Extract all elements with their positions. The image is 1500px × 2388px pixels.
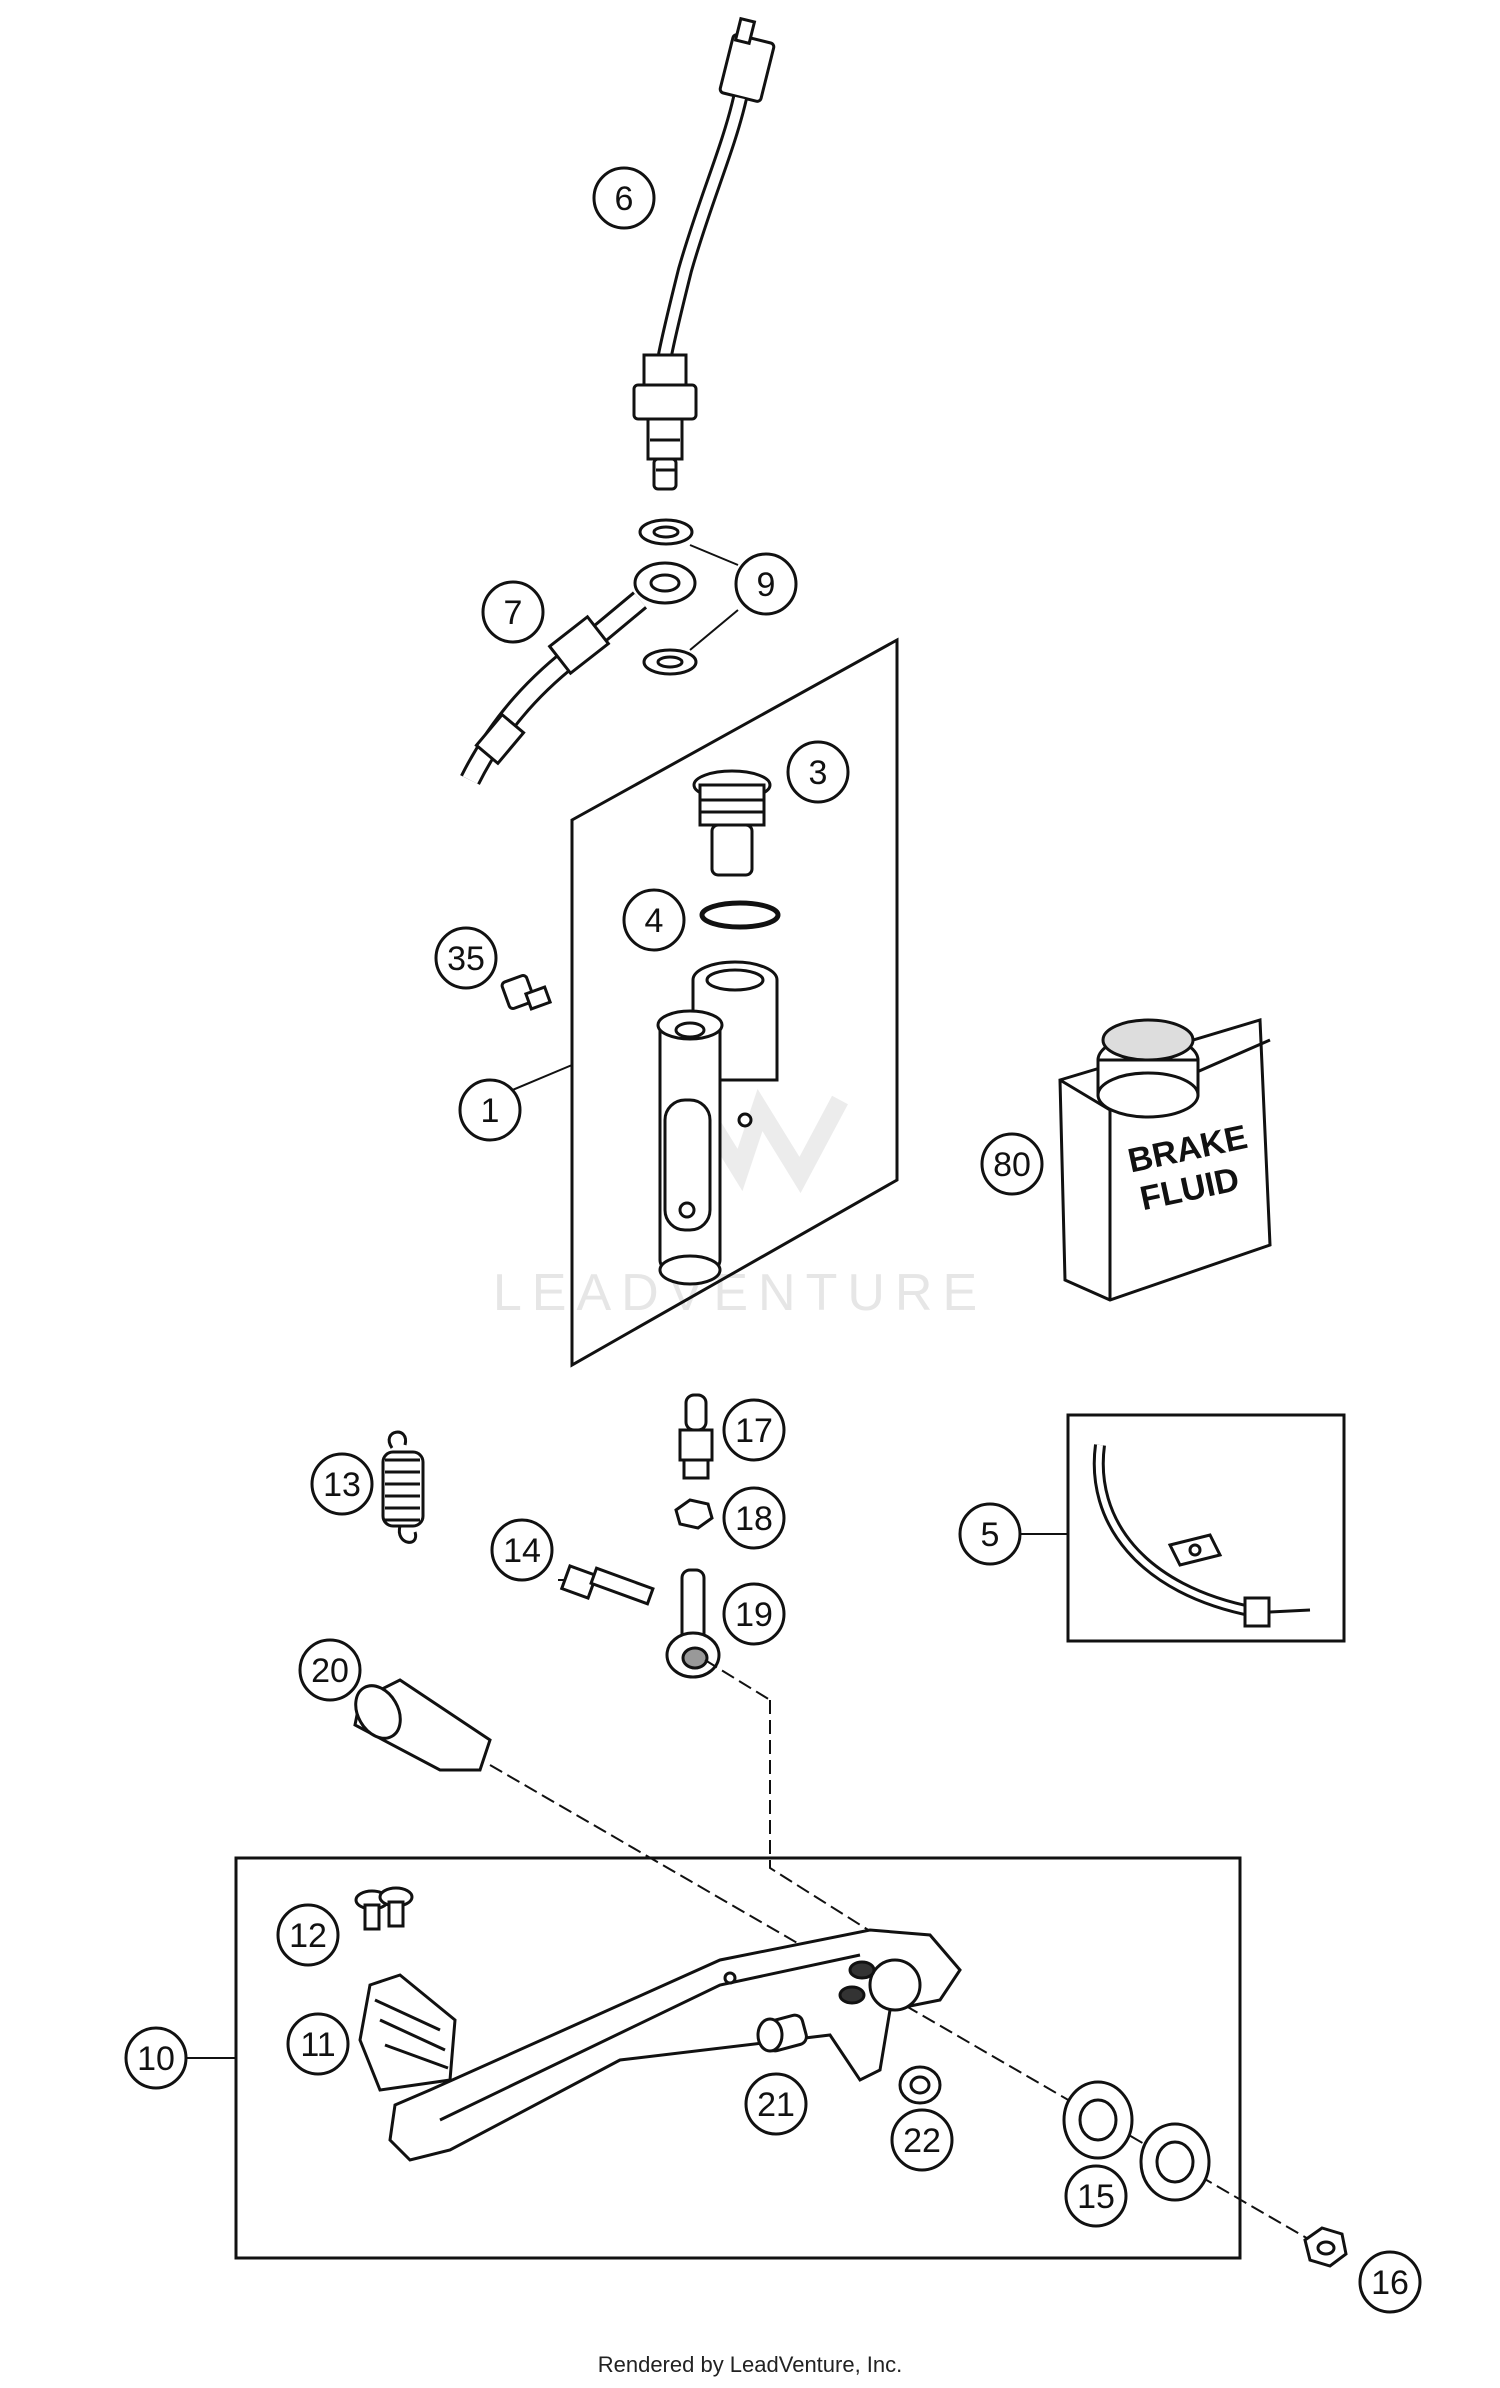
callout-9: 9 xyxy=(734,552,798,616)
callout-19: 21 xyxy=(744,2072,808,2136)
callout-label: 13 xyxy=(323,1466,361,1504)
callout-label: 5 xyxy=(981,1516,1000,1554)
reservoir-cap xyxy=(692,769,772,877)
cable-kit xyxy=(1092,1444,1311,1628)
callout-17: 19 xyxy=(722,1582,786,1646)
callout-3: 3 xyxy=(786,740,850,804)
nut-22 xyxy=(1303,2226,1348,2268)
callout-label: 16 xyxy=(1371,2264,1409,2302)
callout-label: 4 xyxy=(645,902,664,940)
callout-11: 11 xyxy=(286,2012,350,2076)
callout-20: 22 xyxy=(890,2108,954,2172)
callout-14: 14 xyxy=(490,1518,554,1582)
footer-credit: Rendered by LeadVenture, Inc. xyxy=(597,2352,903,2377)
callout-35: 35 xyxy=(434,926,498,990)
pedal-step-plate xyxy=(358,1973,457,2092)
callout-1: 1 xyxy=(458,1078,522,1142)
callout-4: 4 xyxy=(622,888,686,952)
callout-6: 6 xyxy=(592,166,656,230)
callout-label: 22 xyxy=(903,2122,941,2160)
callout-label: 9 xyxy=(757,566,776,604)
callout-5: 5 xyxy=(958,1502,1022,1566)
callout-label: 20 xyxy=(311,1652,349,1690)
rivets xyxy=(354,1886,414,1931)
brake-hose xyxy=(460,561,697,785)
callout-22: 16 xyxy=(1358,2250,1422,2314)
callout-label: 1 xyxy=(481,1092,500,1130)
callout-13: 13 xyxy=(310,1452,374,1516)
watermark: LEADVENTURE xyxy=(493,1088,987,1322)
callout-label: 19 xyxy=(735,1596,773,1634)
callout-21: 15 xyxy=(1064,2164,1128,2228)
o-ring xyxy=(699,900,781,930)
callout-10: 10 xyxy=(124,2026,188,2090)
bolt-35 xyxy=(500,974,553,1011)
callout-7: 7 xyxy=(481,580,545,644)
callout-label: 18 xyxy=(735,1500,773,1538)
watermark-text: LEADVENTURE xyxy=(493,1264,987,1322)
cable-kit-frame xyxy=(1066,1413,1346,1643)
callout-label: 6 xyxy=(615,180,634,218)
callout-label: 11 xyxy=(300,2026,335,2064)
bleeder-valve xyxy=(678,1393,714,1480)
callout-80: 80 xyxy=(980,1132,1044,1196)
callout-12: 12 xyxy=(276,1903,340,1967)
return-spring xyxy=(381,1430,425,1544)
callout-label: 15 xyxy=(1077,2178,1115,2216)
master-cylinder-group-frame xyxy=(570,637,899,1368)
callout-label: 10 xyxy=(137,2040,175,2078)
brake-pedal xyxy=(388,1928,962,2162)
callout-label: 17 xyxy=(735,1412,773,1450)
callout-label: 3 xyxy=(809,754,828,792)
callout-16: 18 xyxy=(722,1486,786,1550)
callout-label: 12 xyxy=(289,1917,327,1955)
washer-20 xyxy=(898,2065,942,2105)
callout-18: 20 xyxy=(298,1638,362,1702)
push-rod-bolt xyxy=(559,1564,655,1606)
callout-15: 17 xyxy=(722,1398,786,1462)
pivot-pin xyxy=(353,1678,492,1772)
callout-label: 35 xyxy=(447,940,485,978)
nut-16 xyxy=(674,1498,714,1530)
callout-label: 14 xyxy=(503,1532,541,1570)
brake-fluid-can: BRAKE FLUID xyxy=(1058,1018,1272,1302)
callout-label: 7 xyxy=(504,594,523,632)
bearings xyxy=(1062,2080,1211,2202)
brake-light-switch-cable xyxy=(632,16,776,491)
callout-label: 21 xyxy=(757,2086,795,2124)
push-rod-eye xyxy=(665,1568,721,1679)
bushing-19 xyxy=(756,2013,808,2053)
callout-label: 80 xyxy=(993,1146,1031,1184)
master-cylinder xyxy=(656,960,779,1286)
sealing-rings xyxy=(638,518,698,676)
